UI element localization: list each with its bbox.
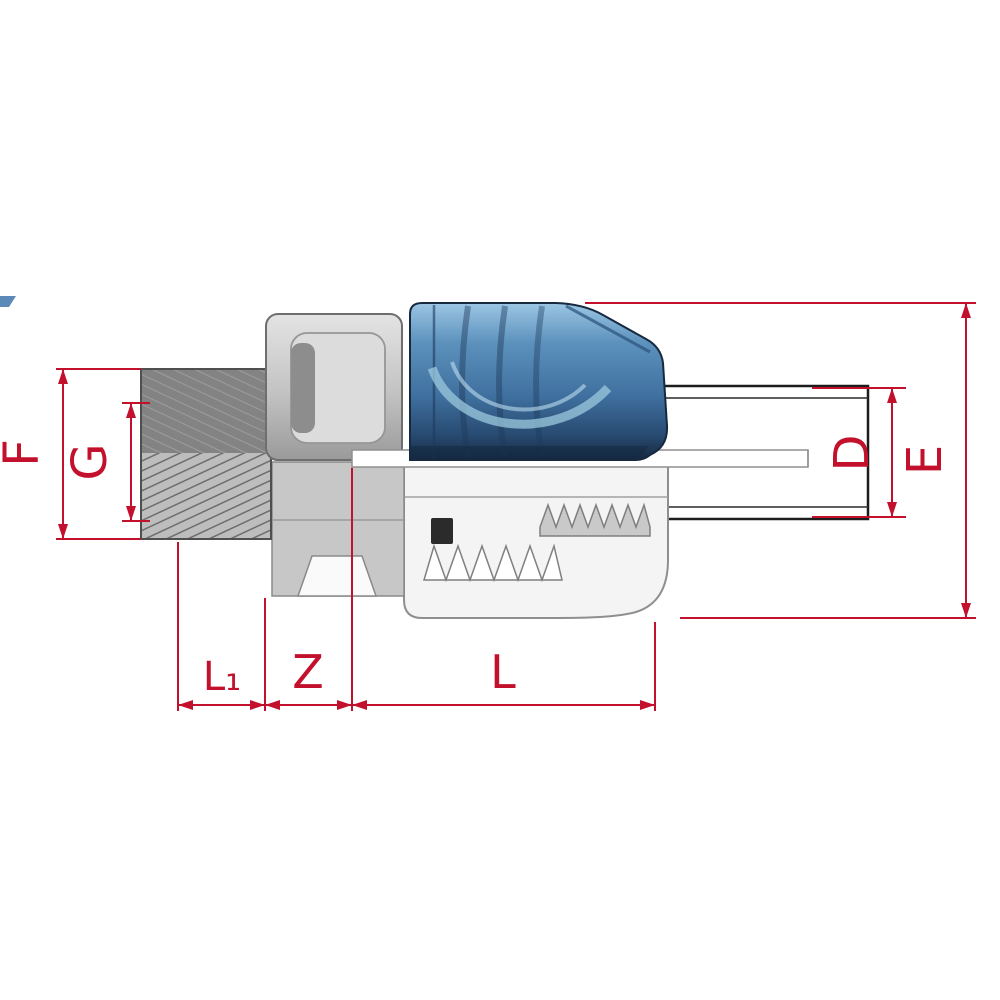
f-arrow-bottom: [58, 524, 68, 539]
dimension-G: [122, 402, 150, 522]
dim-label-d: D: [824, 435, 880, 472]
o-ring-section: [431, 518, 453, 544]
grip-teeth: [422, 502, 651, 583]
nut-highlight-inner: [450, 361, 587, 412]
dim-label-l: L: [490, 645, 516, 699]
collar-notch: [296, 555, 378, 597]
cap-groove-slot: [291, 343, 315, 433]
bottom-extension-lines: [177, 468, 656, 711]
nut-rib-3: [533, 305, 545, 458]
nut-bottom-shadow: [410, 446, 648, 459]
dim-label-z: Z: [292, 645, 324, 699]
nut-slope-ridge: [565, 304, 651, 354]
e-arrow-top: [961, 303, 971, 318]
thread-section: [140, 368, 272, 540]
l-arrow-right: [640, 700, 655, 710]
dimension-F: [56, 368, 141, 540]
ratchet-teeth-row: [539, 502, 651, 537]
l1-arrow-right: [250, 700, 265, 710]
g-arrow-top: [126, 403, 136, 418]
dimension-Z: [265, 700, 352, 710]
dimension-E: [585, 302, 976, 619]
nut-body: [409, 302, 669, 461]
f-arrow-top: [58, 369, 68, 384]
blue-compression-nut: [409, 302, 669, 461]
stray-blue-mark: [0, 296, 16, 307]
z-arrow-left: [265, 700, 280, 710]
dim-label-f: F: [0, 439, 50, 467]
d-arrow-top: [887, 388, 897, 403]
grip-ring-teeth: [422, 543, 563, 583]
l1-arrow-left: [178, 700, 193, 710]
dim-label-g: G: [62, 443, 118, 480]
dimension-L: [352, 700, 655, 710]
dimension-L1: [178, 700, 265, 710]
dimension-D: [812, 387, 906, 518]
thread-upper: [141, 369, 271, 453]
thread-lower: [141, 453, 271, 539]
collar-lower-section: [271, 461, 405, 597]
dim-label-e: E: [897, 445, 953, 475]
g-arrow-bottom: [126, 506, 136, 521]
d-arrow-bottom: [887, 502, 897, 517]
dimension-labels: F G D E L₁ Z L: [0, 435, 953, 700]
l-arrow-left: [352, 700, 367, 710]
cap-nut: [265, 313, 403, 461]
dimensions: [56, 302, 976, 711]
e-arrow-bottom: [961, 603, 971, 618]
z-arrow-right: [337, 700, 352, 710]
dim-label-l1: L₁: [203, 654, 241, 700]
nut-rib-2: [496, 305, 508, 458]
nut-highlight-swoosh: [427, 366, 612, 429]
